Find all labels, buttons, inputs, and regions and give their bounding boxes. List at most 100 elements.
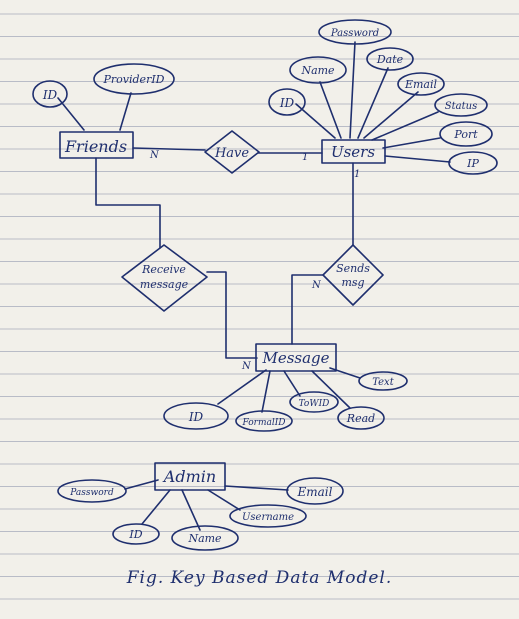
link-admin-username — [207, 489, 241, 511]
link-sends-message — [291, 274, 324, 345]
link-message-read — [311, 370, 351, 409]
attribute-label: Date — [376, 53, 404, 66]
attribute-ellipse — [93, 63, 175, 95]
attribute-users-port: Port — [439, 121, 493, 147]
attribute-ellipse — [286, 477, 344, 505]
attribute-label: IP — [466, 157, 479, 170]
link-admin-password — [124, 479, 159, 490]
attribute-ellipse — [268, 88, 306, 116]
entity-label: Users — [331, 143, 375, 161]
link-users-port — [382, 137, 441, 149]
entity-message: Message — [255, 343, 337, 372]
attribute-users-id: ID — [268, 88, 306, 116]
attribute-label: Username — [242, 512, 294, 523]
link-users-password — [349, 41, 356, 139]
attribute-label: Read — [346, 412, 375, 425]
attribute-users-password: Password — [318, 19, 392, 45]
entity-box — [154, 462, 226, 491]
attribute-ellipse — [434, 93, 488, 117]
attribute-users-name: Name — [289, 56, 347, 84]
entity-label: Friends — [64, 137, 127, 156]
attribute-ellipse — [439, 121, 493, 147]
link-users-status — [371, 111, 439, 141]
attribute-ellipse — [289, 56, 347, 84]
attribute-label: Email — [297, 485, 333, 499]
attribute-label: Status — [445, 101, 477, 112]
cardinality-friends-have: N — [149, 150, 160, 161]
link-users-date — [357, 67, 389, 139]
relationship-receive-message: Receive message — [121, 244, 208, 312]
attribute-ellipse — [397, 72, 445, 96]
link-friends-receive — [95, 157, 161, 249]
cardinality-users-have: 1 — [302, 152, 308, 163]
link-friends-providerid — [119, 92, 132, 131]
link-admin-email — [224, 485, 289, 491]
attribute-label: Email — [404, 78, 438, 91]
link-users-ip — [384, 155, 451, 163]
cardinality-users-sends: 1 — [354, 169, 360, 180]
attribute-friends-id: ID — [32, 80, 68, 108]
attribute-users-ip: IP — [448, 151, 498, 175]
attribute-admin-id: ID — [112, 523, 160, 545]
attribute-label: ID — [42, 88, 58, 102]
attribute-ellipse — [318, 19, 392, 45]
attribute-label: ID — [128, 528, 142, 541]
link-message-text — [329, 367, 361, 379]
entity-users: Users — [321, 139, 386, 164]
attribute-label: ID — [279, 96, 295, 110]
link-users-name — [319, 81, 342, 139]
link-message-id — [217, 369, 267, 405]
relationship-diamond — [204, 130, 260, 174]
attribute-message-towid: ToWID — [289, 391, 339, 413]
attribute-ellipse — [289, 391, 339, 413]
attribute-label: ToWID — [299, 399, 330, 409]
attribute-ellipse — [112, 523, 160, 545]
connectors — [57, 41, 451, 531]
attribute-label: ID — [188, 410, 204, 424]
attribute-label: ProviderID — [103, 73, 165, 86]
attribute-ellipse — [358, 371, 408, 391]
attribute-ellipse — [235, 410, 293, 432]
attribute-label: Password — [330, 28, 379, 39]
attribute-label: Name — [300, 64, 335, 77]
entity-box — [255, 343, 337, 372]
attribute-ellipse — [57, 479, 127, 503]
relationship-label-line-2: msg — [341, 276, 364, 289]
attribute-ellipse — [32, 80, 68, 108]
attribute-message-id: ID — [163, 402, 229, 430]
entity-admin: Admin — [154, 462, 226, 491]
figure-caption: Fig. Key Based Data Model. — [126, 568, 393, 588]
cardinality-receive-message: N — [241, 361, 252, 372]
relationship-sends-msg: Sends msg — [322, 244, 384, 306]
attribute-users-email: Email — [397, 72, 445, 96]
attribute-label: Password — [69, 488, 114, 498]
relationship-diamond — [121, 244, 208, 312]
relationship-label: Have — [214, 146, 249, 161]
link-admin-name — [181, 489, 201, 531]
entity-label: Admin — [162, 467, 216, 486]
relationship-label-line-2: message — [140, 278, 189, 291]
attribute-message-formalid: FormalID — [235, 410, 293, 432]
attribute-users-status: Status — [434, 93, 488, 117]
cardinality-marks: N 1 1 N N — [149, 150, 360, 372]
attribute-users-date: Date — [366, 47, 414, 71]
attribute-label: Port — [453, 128, 478, 141]
attribute-ellipse — [337, 406, 385, 430]
attribute-admin-password: Password — [57, 479, 127, 503]
link-admin-id — [141, 489, 171, 525]
relationship-have: Have — [204, 130, 260, 174]
attribute-admin-name: Name — [171, 525, 239, 551]
relationship-label-line-1: Receive — [141, 263, 186, 276]
attribute-ellipse — [366, 47, 414, 71]
cardinality-sends-message: N — [311, 280, 322, 291]
attribute-message-read: Read — [337, 406, 385, 430]
entity-box — [321, 139, 386, 164]
attribute-ellipse — [229, 504, 307, 528]
attribute-ellipse — [448, 151, 498, 175]
entity-box — [59, 131, 134, 159]
attribute-ellipse — [163, 402, 229, 430]
entity-friends: Friends — [59, 131, 134, 159]
